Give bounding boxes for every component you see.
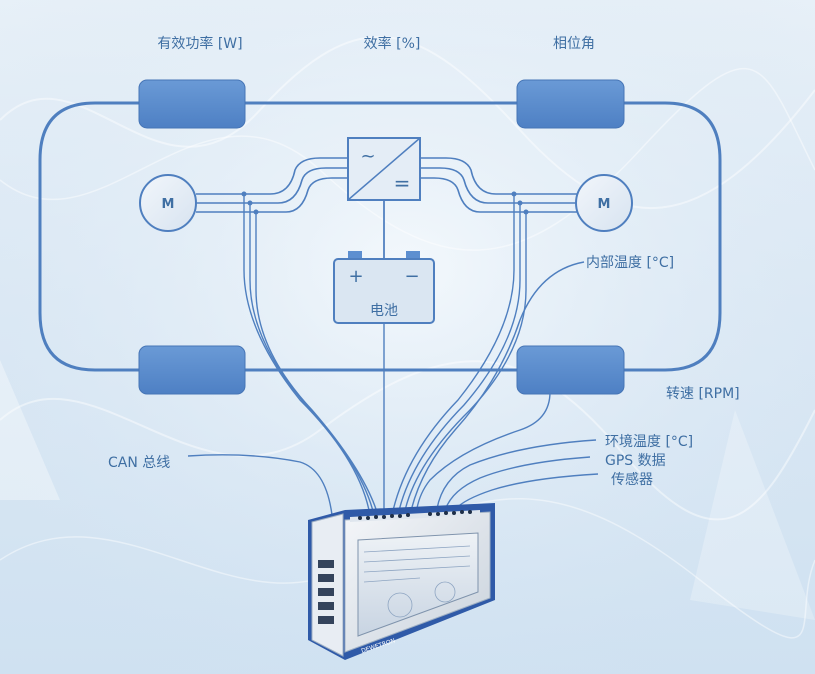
label-internal-temp: 内部温度 [°C] bbox=[586, 255, 675, 271]
label-gps-data: GPS 数据 bbox=[605, 453, 666, 469]
label-sensor: 传感器 bbox=[611, 472, 653, 488]
phase-wires bbox=[196, 157, 577, 213]
wheel-box-top-left bbox=[138, 79, 246, 129]
inverter-ac-symbol: ~ bbox=[360, 146, 375, 167]
battery-label: 电池 bbox=[370, 303, 398, 319]
label-ambient-temp: 环境温度 [°C] bbox=[605, 434, 694, 450]
device-screen-content bbox=[363, 545, 471, 618]
label-efficiency: 效率 [%] bbox=[363, 36, 421, 52]
motor-right: M bbox=[575, 174, 633, 232]
label-can-bus: CAN 总线 bbox=[108, 455, 171, 471]
motor-right-label: M bbox=[598, 197, 611, 212]
wheel-box-top-right bbox=[516, 79, 625, 129]
battery-minus: − bbox=[404, 266, 419, 287]
device-connectors bbox=[358, 510, 472, 520]
vehicle-outline bbox=[38, 101, 722, 372]
motor-left: M bbox=[139, 174, 197, 232]
device-side-ports bbox=[318, 560, 334, 624]
battery: + − 电池 bbox=[333, 251, 435, 324]
wheel-box-bottom-left bbox=[138, 345, 246, 395]
inverter-dc-symbol: = bbox=[394, 171, 411, 195]
label-active-power: 有效功率 [W] bbox=[157, 36, 243, 52]
device-screen bbox=[357, 532, 479, 637]
label-phase-angle: 相位角 bbox=[553, 36, 595, 52]
background-triangle bbox=[0, 360, 815, 620]
measurement-device: DEWETRON bbox=[308, 503, 495, 660]
wire-junction-dots bbox=[241, 191, 529, 215]
inverter: ~ = bbox=[347, 137, 421, 201]
motor-left-label: M bbox=[162, 197, 175, 212]
battery-plus: + bbox=[348, 266, 363, 287]
wheel-box-bottom-right bbox=[516, 345, 625, 395]
label-speed: 转速 [RPM] bbox=[666, 386, 740, 402]
